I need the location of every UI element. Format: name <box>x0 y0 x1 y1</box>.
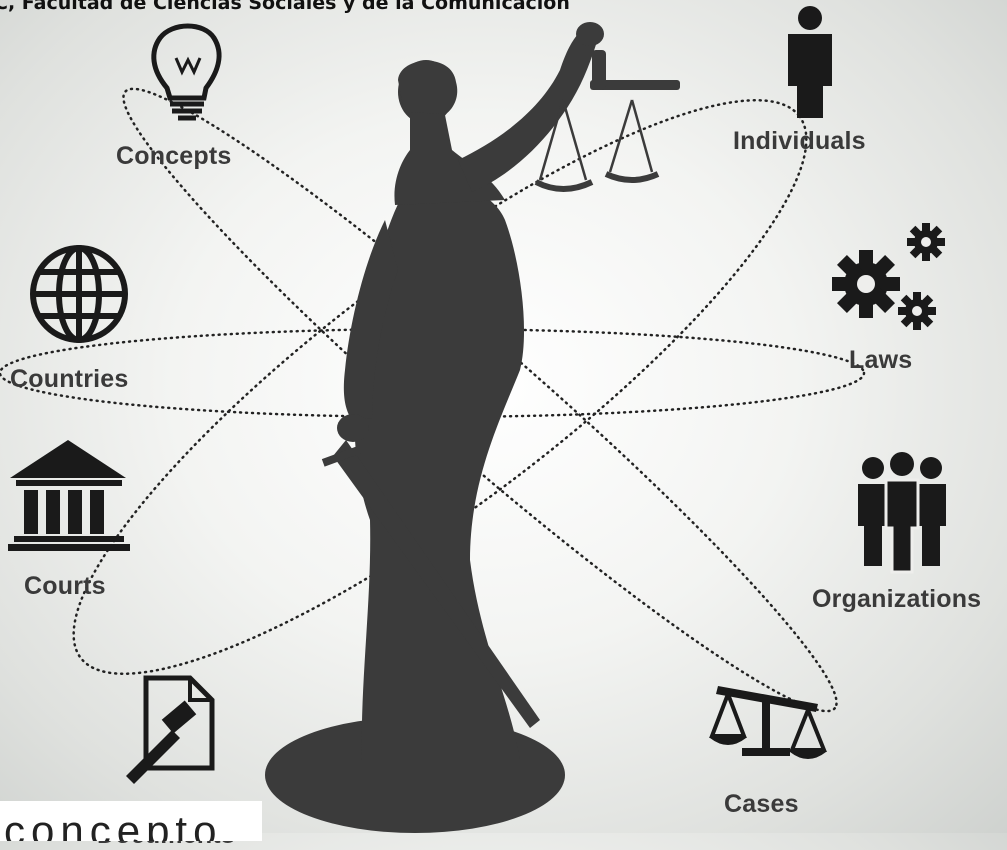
lady-justice-statue <box>265 22 680 833</box>
logo: concepto <box>0 801 262 841</box>
person-icon <box>788 6 832 118</box>
page-header: C, Facultad de Ciencias Sociales y de la… <box>0 0 570 14</box>
group-icon <box>858 452 946 574</box>
label-countries: Countries <box>10 365 129 393</box>
globe-icon <box>30 245 128 343</box>
label-laws: Laws <box>849 346 913 374</box>
gears-icon <box>832 223 945 330</box>
label-organizations: Organizations <box>812 585 982 613</box>
lightbulb-icon <box>151 23 222 121</box>
logo-text: concepto <box>4 807 223 841</box>
label-concepts: Concepts <box>116 142 232 170</box>
label-individuals: Individuals <box>733 127 866 155</box>
scales-icon <box>709 686 827 759</box>
courthouse-icon <box>8 440 130 551</box>
statue-scale <box>534 99 660 192</box>
document-gavel-icon <box>126 675 215 784</box>
label-courts: Courts <box>24 572 106 600</box>
label-cases: Cases <box>724 790 799 818</box>
